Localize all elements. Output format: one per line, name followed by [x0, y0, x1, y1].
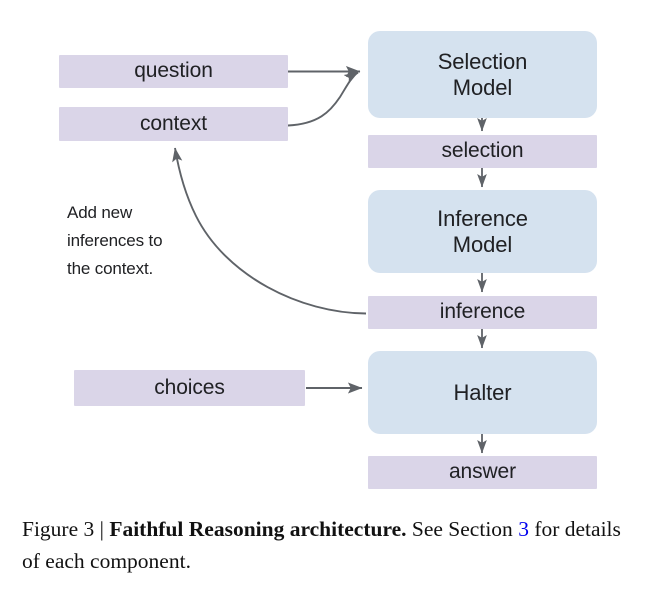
node-context[interactable]: context	[59, 107, 288, 141]
node-question[interactable]: question	[59, 55, 288, 88]
node-selection-model[interactable]: Selection Model	[368, 31, 597, 118]
node-halter[interactable]: Halter	[368, 351, 597, 434]
node-inference-model[interactable]: Inference Model	[368, 190, 597, 273]
figure-caption: Figure 3 | Faithful Reasoning architectu…	[22, 513, 634, 577]
figure-diagram: question context Selection Model selecti…	[59, 31, 597, 489]
caption-after-title: See Section	[406, 517, 519, 541]
node-answer[interactable]: answer	[368, 456, 597, 489]
caption-section-link[interactable]: 3	[518, 517, 529, 541]
node-inference[interactable]: inference	[368, 296, 597, 329]
node-choices[interactable]: choices	[74, 370, 305, 406]
loop-annotation-text: Add new inferences to the context.	[67, 203, 163, 278]
caption-title: Faithful Reasoning architecture.	[109, 517, 407, 541]
caption-suffix: for details of each component.	[22, 517, 621, 573]
node-selection[interactable]: selection	[368, 135, 597, 168]
caption-prefix: Figure 3 |	[22, 517, 110, 541]
